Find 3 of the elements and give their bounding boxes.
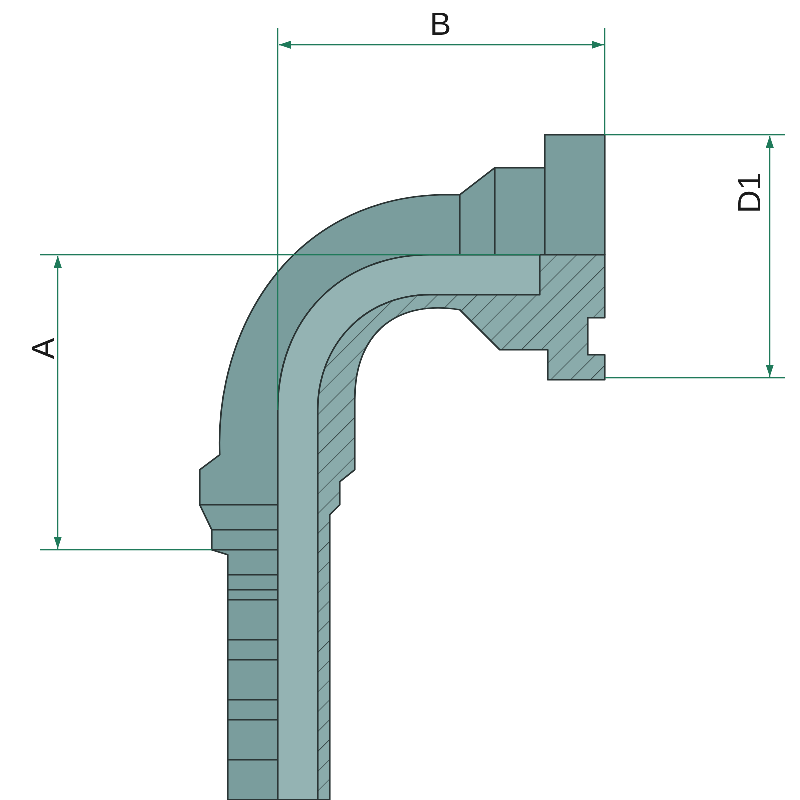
dimension-label: D1 (734, 172, 766, 214)
dimension-label: A (27, 338, 60, 360)
dimension-label: B (430, 8, 452, 40)
